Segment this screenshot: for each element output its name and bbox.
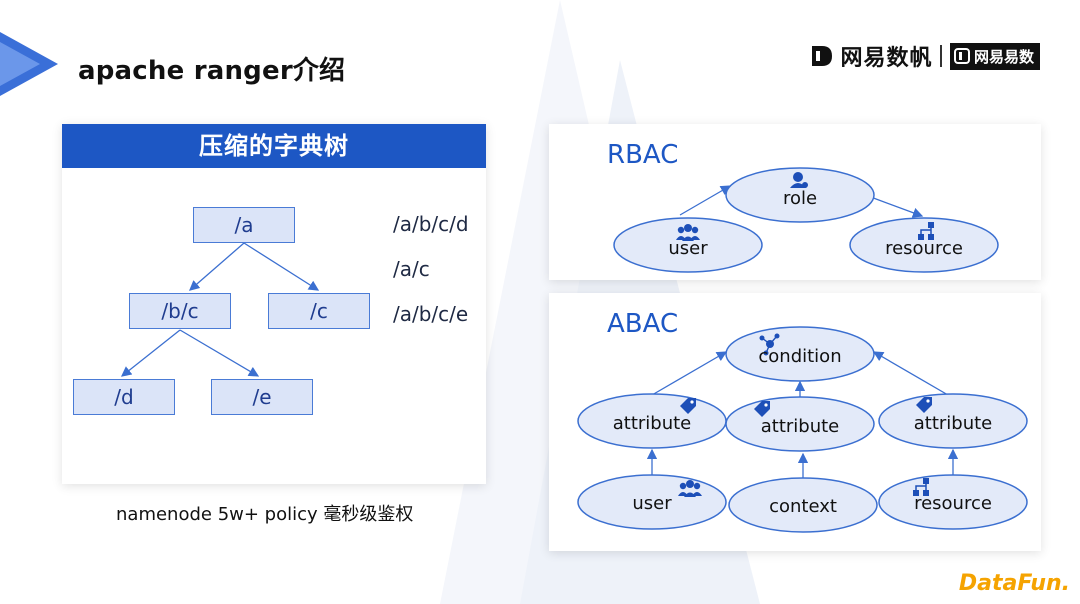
trie-node-d: /d bbox=[73, 379, 175, 415]
rbac-resource-node: resource bbox=[849, 217, 999, 273]
rbac-edge-role-resource bbox=[867, 195, 924, 218]
slide-title: apache ranger介绍 bbox=[78, 56, 346, 86]
abac-context-label: context bbox=[769, 496, 837, 517]
abac-resource-node: resource bbox=[878, 474, 1028, 530]
abac-attribute-mid-label: attribute bbox=[761, 416, 840, 437]
brand-logo: 网易数帆 网易易数 bbox=[810, 40, 1040, 72]
corner-arrow-decoration bbox=[0, 32, 58, 96]
abac-user-node: user bbox=[577, 474, 727, 530]
abac-condition-node: condition bbox=[725, 326, 875, 382]
path-label-abcd: /a/b/c/d bbox=[393, 212, 469, 236]
rbac-user-node: user bbox=[613, 217, 763, 273]
rbac-role-label: role bbox=[783, 188, 817, 209]
brand-badge: 网易易数 bbox=[949, 42, 1040, 70]
netease-shufan-logo-icon bbox=[812, 46, 833, 66]
abac-attribute-mid-node: attribute bbox=[725, 396, 875, 452]
rbac-edge-user-role bbox=[679, 185, 732, 216]
trie-node-bc: /b/c bbox=[129, 293, 231, 329]
rbac-resource-label: resource bbox=[885, 238, 963, 259]
role-person-icon bbox=[790, 172, 808, 188]
condition-network-icon bbox=[759, 333, 780, 356]
trie-node-c: /c bbox=[268, 293, 370, 329]
rbac-title: RBAC bbox=[607, 140, 679, 170]
abac-user-label: user bbox=[632, 493, 672, 514]
brand-separator bbox=[940, 45, 942, 67]
abac-context-node: context bbox=[728, 477, 878, 533]
brand-name-left: 网易数帆 bbox=[840, 46, 933, 71]
trie-caption: namenode 5w+ policy 毫秒级鉴权 bbox=[116, 504, 414, 525]
datafun-watermark: DataFun. bbox=[958, 571, 1070, 596]
trie-panel-header: 压缩的字典树 bbox=[62, 124, 486, 168]
abac-edge-attr-right-condition bbox=[872, 351, 949, 396]
abac-attribute-left-node: attribute bbox=[577, 393, 727, 449]
trie-node-a: /a bbox=[193, 207, 295, 243]
abac-edge-attr-left-condition bbox=[651, 351, 728, 396]
abac-attribute-left-label: attribute bbox=[613, 413, 692, 434]
abac-title: ABAC bbox=[607, 309, 679, 339]
path-label-abce: /a/b/c/e bbox=[393, 302, 469, 326]
abac-resource-label: resource bbox=[914, 493, 992, 514]
abac-attribute-right-label: attribute bbox=[914, 413, 993, 434]
netease-yishu-logo-icon bbox=[953, 48, 970, 64]
brand-name-right: 网易易数 bbox=[973, 47, 1034, 66]
edge-bc-e bbox=[179, 329, 260, 377]
edge-a-bc bbox=[189, 242, 245, 291]
edge-bc-d bbox=[120, 329, 181, 377]
edge-a-c bbox=[243, 242, 320, 291]
abac-condition-label: condition bbox=[758, 346, 841, 367]
rbac-role-node: role bbox=[725, 167, 875, 223]
trie-node-e: /e bbox=[211, 379, 313, 415]
path-label-ac: /a/c bbox=[393, 257, 430, 281]
rbac-user-label: user bbox=[668, 238, 708, 259]
abac-attribute-right-node: attribute bbox=[878, 393, 1028, 449]
